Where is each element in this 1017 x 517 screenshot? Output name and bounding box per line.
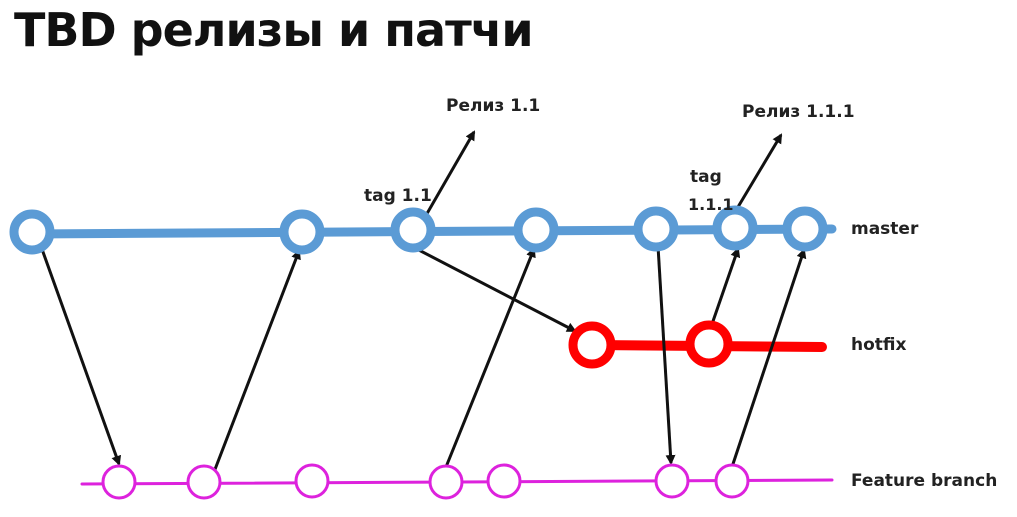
arrow-master-to-feature-2 [656, 245, 676, 465]
arrow-master-to-hotfix [412, 245, 577, 333]
feature-commits [101, 463, 750, 500]
tag-label-111-line2: 1.1.1 [688, 195, 734, 214]
branch-label-hotfix: hotfix [851, 335, 907, 355]
master-commit [390, 207, 436, 253]
tag-label-111-line1: tag [690, 167, 722, 187]
feature-commit [101, 464, 137, 500]
hotfix-commits [568, 320, 733, 369]
arrow-release-11 [419, 130, 476, 225]
feature-commit [428, 464, 464, 500]
master-commits [9, 205, 828, 255]
hotfix-commit [568, 321, 616, 369]
arrow-feature-to-master-2 [444, 247, 536, 468]
master-commit [712, 205, 758, 251]
arrow-release-111 [733, 133, 783, 213]
page-title: TBD релизы и патчи [14, 3, 534, 57]
master-commit [633, 206, 679, 252]
master-commit [279, 209, 325, 255]
master-commit [9, 209, 55, 255]
release-label-111: Релиз 1.1.1 [742, 102, 855, 122]
master-commit [513, 207, 559, 253]
branch-label-feature: Feature branch [851, 471, 997, 491]
arrow-feature-to-master-3 [730, 248, 807, 468]
hotfix-commit [685, 320, 733, 368]
arrow-hotfix-to-master [709, 247, 741, 328]
master-commit [782, 206, 828, 252]
feature-commit [294, 463, 330, 499]
arrow-feature-to-master-1 [212, 249, 301, 473]
release-label-11: Релиз 1.1 [446, 96, 540, 116]
branch-label-master: master [851, 219, 919, 239]
feature-commit [486, 463, 522, 499]
arrow-master-to-feature-1 [36, 237, 122, 466]
tag-label-11: tag 1.1 [364, 186, 432, 206]
feature-commit [714, 463, 750, 499]
feature-commit [186, 464, 222, 500]
feature-commit [654, 463, 690, 499]
